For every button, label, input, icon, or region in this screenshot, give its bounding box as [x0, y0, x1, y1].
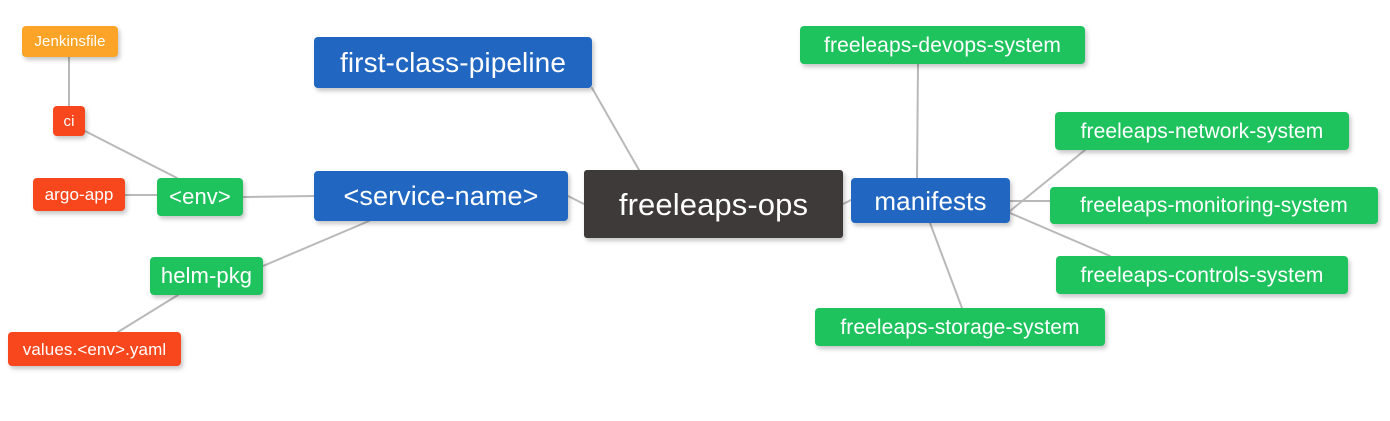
edge-freeleaps-ops-to-service-name	[567, 195, 585, 205]
node-label: freeleaps-monitoring-system	[1080, 194, 1348, 217]
node-label: values.<env>.yaml	[22, 339, 167, 359]
node-freeleaps-monitoring-system[interactable]: freeleaps-monitoring-system	[1050, 187, 1378, 224]
node-freeleaps-controls-system[interactable]: freeleaps-controls-system	[1056, 256, 1348, 294]
node-values-env-yaml[interactable]: values.<env>.yaml	[8, 332, 181, 366]
node-label: manifests	[874, 185, 987, 216]
node-label: helm-pkg	[160, 263, 253, 288]
edge-freeleaps-ops-to-first-class-pipeline	[591, 87, 640, 171]
node-freeleaps-storage-system[interactable]: freeleaps-storage-system	[815, 308, 1105, 346]
node-freeleaps-ops[interactable]: freeleaps-ops	[584, 170, 843, 238]
node-jenkinsfile[interactable]: Jenkinsfile	[22, 26, 118, 57]
node-label: argo-app	[44, 185, 114, 204]
node-service-name[interactable]: <service-name>	[314, 171, 568, 221]
node-label: ci	[63, 112, 75, 130]
node-freeleaps-network-system[interactable]: freeleaps-network-system	[1055, 112, 1349, 150]
node-label: freeleaps-storage-system	[840, 315, 1080, 339]
node-helm-pkg[interactable]: helm-pkg	[150, 257, 263, 295]
node-env[interactable]: <env>	[157, 178, 243, 216]
node-label: <env>	[169, 184, 231, 209]
node-ci[interactable]: ci	[53, 106, 85, 136]
edge-manifests-to-freeleaps-devops-system	[916, 63, 919, 179]
node-first-class-pipeline[interactable]: first-class-pipeline	[314, 37, 592, 88]
edge-freeleaps-ops-to-manifests	[842, 199, 852, 205]
node-label: freeleaps-network-system	[1080, 119, 1324, 143]
node-freeleaps-devops-system[interactable]: freeleaps-devops-system	[800, 26, 1085, 64]
node-label: freeleaps-ops	[618, 186, 809, 222]
node-label: freeleaps-controls-system	[1080, 263, 1324, 287]
edge-helm-pkg-to-values-env-yaml	[117, 294, 179, 333]
node-label: freeleaps-devops-system	[824, 33, 1061, 57]
edge-service-name-to-env	[242, 195, 315, 198]
node-argo-app[interactable]: argo-app	[33, 178, 125, 211]
edge-manifests-to-freeleaps-storage-system	[929, 222, 963, 309]
node-label: first-class-pipeline	[339, 46, 567, 78]
node-manifests[interactable]: manifests	[851, 178, 1010, 223]
node-label: Jenkinsfile	[34, 33, 106, 50]
node-label: <service-name>	[343, 180, 539, 211]
edge-env-to-ci	[84, 130, 178, 179]
edge-service-name-to-helm-pkg	[262, 220, 370, 267]
